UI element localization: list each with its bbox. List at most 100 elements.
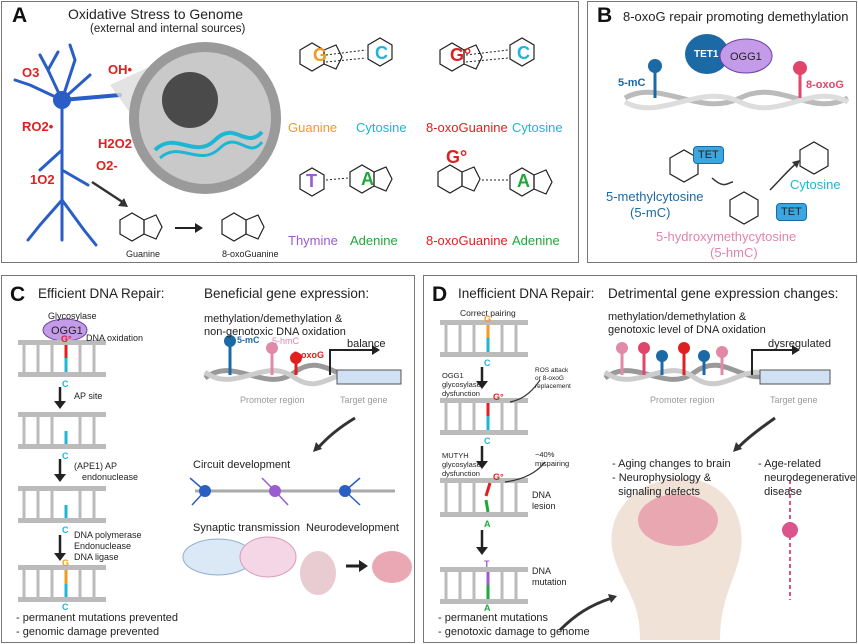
d-correct-pairing: Correct pairing xyxy=(460,308,516,318)
c-c-4: C xyxy=(62,602,69,612)
hydroxy-abbr: (5-hmC) xyxy=(710,245,758,260)
c-step-polymerase: DNA polymerase xyxy=(74,530,142,540)
pair4-left-letter: G° xyxy=(446,147,468,167)
c-circuit: Circuit development xyxy=(193,459,291,471)
pair3-right-label: Adenine xyxy=(350,233,398,248)
d-methylation-1: methylation/demethylation & xyxy=(608,311,747,323)
c-c-3: C xyxy=(62,525,69,535)
c-footer-2: - genomic damage prevented xyxy=(16,626,160,638)
d-c-2: C xyxy=(484,436,491,446)
panel-c-heading-right: Beneficial gene expression: xyxy=(204,286,370,301)
d-goxo-1: G° xyxy=(493,392,504,402)
pair4-right-label: Adenine xyxy=(512,233,560,248)
panel-a-letter: A xyxy=(12,4,28,27)
tet-badge-2: TET xyxy=(776,203,807,221)
pair1-right-letter: C xyxy=(375,43,388,63)
panel-c-letter: C xyxy=(10,283,26,306)
mark-5mc: 5-mC xyxy=(618,77,646,89)
pair1-left-label: Guanine xyxy=(288,120,338,135)
panel-b-letter: B xyxy=(597,4,613,27)
d-mutyh-3: dysfunction xyxy=(442,469,480,478)
c-mark-5mc: 5-mC xyxy=(237,335,260,345)
c-step-endonuclease: endonuclease xyxy=(82,472,139,482)
pair2-right-letter: C xyxy=(517,43,530,63)
d-bullet-right-3: disease xyxy=(758,486,803,498)
c-step-ligase: DNA ligase xyxy=(74,552,119,562)
d-a-1: A xyxy=(484,519,491,529)
d-goxo-2: G° xyxy=(493,472,504,482)
panel-c-heading-left: Efficient DNA Repair: xyxy=(38,286,165,301)
d-ros-2: or 8-oxoG xyxy=(535,375,564,382)
d-g: G xyxy=(484,314,492,324)
c-step-ape1: (APE1) AP xyxy=(74,461,118,471)
panel-d-heading-left: Inefficient DNA Repair: xyxy=(458,286,595,301)
c-methylation-1: methylation/demethylation & xyxy=(204,313,343,325)
hydroxy-label: 5-hydroxymethycytosine xyxy=(656,229,797,244)
d-target: Target gene xyxy=(770,395,818,405)
d-ogg1-3: dysfunction xyxy=(442,389,480,398)
d-mutyh-1: MUTYH xyxy=(442,451,469,460)
ogg1-label: OGG1 xyxy=(730,51,762,63)
d-bullet-right-1: - Age-related xyxy=(758,458,821,470)
d-mutation-2: mutation xyxy=(532,577,567,587)
c-g: G xyxy=(62,558,70,568)
ros-ro2: RO2• xyxy=(22,119,54,134)
d-ogg1-2: glycosylase xyxy=(442,380,481,389)
mark-8oxog: 8-oxoG xyxy=(806,79,844,91)
c-synaptic: Synaptic transmission xyxy=(193,522,300,534)
pair3-left-label: Thymine xyxy=(288,233,338,248)
d-lesion-2: lesion xyxy=(532,501,556,511)
d-mutyh-2: glycosylase xyxy=(442,460,481,469)
c-neurodev: Neurodevelopment xyxy=(306,522,399,534)
panel-a-title: Oxidative Stress to Genome xyxy=(68,6,244,22)
pair1-left-letter: G xyxy=(313,45,328,65)
ros-1o2: 1O2 xyxy=(30,172,55,187)
pair4-left-label: 8-oxoGuanine xyxy=(426,233,508,248)
c-footer-1: - permanent mutations prevented xyxy=(16,612,179,624)
pair1-right-label: Cytosine xyxy=(356,120,407,135)
c-balance: balance xyxy=(347,338,386,350)
oxoguanine-caption: 8-oxoGuanine xyxy=(222,249,279,259)
d-mis-1: ~40% xyxy=(535,450,555,459)
c-mark-8oxog: 8-oxoG xyxy=(293,350,325,360)
pair2-right-label: Cytosine xyxy=(512,120,563,135)
ros-oh: OH• xyxy=(108,62,133,77)
d-mis-2: mispairing xyxy=(535,459,570,468)
pair3-left-letter: T xyxy=(306,171,317,191)
d-bullet-mid-2: - Neurophysiology & xyxy=(612,472,712,484)
ogg1-c: OGG1 xyxy=(51,325,83,337)
ros-h2o2: H2O2 xyxy=(98,136,132,151)
d-ros-1: ROS attack xyxy=(535,367,569,374)
d-c-1: C xyxy=(484,358,491,368)
c-mark-5hmc: 5-hmC xyxy=(272,336,300,346)
pair3-right-letter: A xyxy=(361,169,374,189)
panel-b-title: 8-oxoG repair promoting demethylation xyxy=(623,9,849,24)
ros-o2: O2- xyxy=(96,158,118,173)
c-c-1: C xyxy=(62,379,69,389)
d-ros-3: replacement xyxy=(535,383,571,390)
d-promoter: Promoter region xyxy=(650,395,715,405)
d-methylation-2: genotoxic level of DNA oxidation xyxy=(608,324,766,336)
d-ogg1-1: OGG1 xyxy=(442,371,464,380)
pair2-left-label: 8-oxoGuanine xyxy=(426,120,508,135)
tet1-label: TET1 xyxy=(694,49,719,60)
d-a-2: A xyxy=(484,603,491,613)
c-step-ap-site: AP site xyxy=(74,391,103,401)
d-footer-1: - permanent mutations xyxy=(438,612,549,624)
d-footer-2: - genotoxic damage to genome xyxy=(438,626,590,638)
panel-d-heading-right: Detrimental gene expression changes: xyxy=(608,286,839,301)
d-bullet-mid-1: - Aging changes to brain xyxy=(612,458,731,470)
c-promoter: Promoter region xyxy=(240,395,305,405)
c-target: Target gene xyxy=(340,395,388,405)
d-t: T xyxy=(484,559,490,569)
c-c-2: C xyxy=(62,451,69,461)
pair2-left-letter: G° xyxy=(450,45,472,65)
c-step-endonuclease2: Endonuclease xyxy=(74,541,132,551)
ros-o3: O3 xyxy=(22,65,40,80)
panel-a xyxy=(1,1,579,263)
d-mutation-1: DNA xyxy=(532,566,552,576)
tet-badge-1: TET xyxy=(693,146,724,164)
